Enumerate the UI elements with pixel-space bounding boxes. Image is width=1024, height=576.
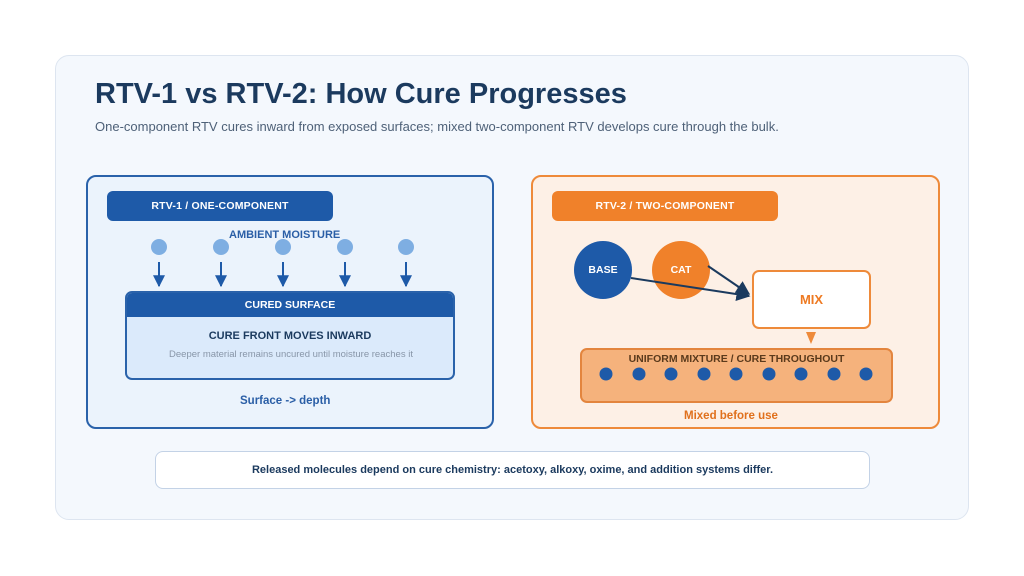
page-subtitle: One-component RTV cures inward from expo… xyxy=(95,119,779,134)
moisture-drop xyxy=(151,239,167,288)
rtv2-caption: Mixed before use xyxy=(684,410,778,422)
cure-box: CURED SURFACE CURE FRONT MOVES INWARD De… xyxy=(125,291,455,380)
moisture-drop xyxy=(213,239,229,288)
footnote: Released molecules depend on cure chemis… xyxy=(155,451,870,489)
moisture-drop xyxy=(275,239,291,288)
mixture-dot xyxy=(632,367,646,381)
moisture-drop xyxy=(398,239,414,288)
mix-box: MIX xyxy=(752,270,871,329)
mixture-dots xyxy=(599,367,873,381)
catalyst-component: CAT xyxy=(652,241,710,299)
mixture-dot xyxy=(794,367,808,381)
mixture-dot xyxy=(729,367,743,381)
base-component: BASE xyxy=(574,241,632,299)
cat-to-mix-arrow xyxy=(707,265,751,295)
page-title: RTV-1 vs RTV-2: How Cure Progresses xyxy=(95,78,627,110)
mixture-dot xyxy=(664,367,678,381)
rtv1-badge: RTV-1 / ONE-COMPONENT xyxy=(107,191,333,221)
uniform-mixture-label: UNIFORM MIXTURE / CURE THROUGHOUT xyxy=(628,353,845,365)
mixture-dot xyxy=(827,367,841,381)
mixture-dot xyxy=(762,367,776,381)
cure-note: Deeper material remains uncured until mo… xyxy=(169,349,413,360)
base-to-mix-arrow xyxy=(630,277,751,302)
rtv2-badge: RTV-2 / TWO-COMPONENT xyxy=(552,191,778,221)
mixture-dot xyxy=(859,367,873,381)
moisture-drop xyxy=(337,239,353,288)
uniform-mixture-box: UNIFORM MIXTURE / CURE THROUGHOUT xyxy=(580,348,893,403)
mix-down-arrow xyxy=(806,332,816,344)
ambient-moisture-label: AMBIENT MOISTURE xyxy=(229,229,341,241)
mixture-dot xyxy=(599,367,613,381)
cure-front-label: CURE FRONT MOVES INWARD xyxy=(208,330,372,342)
rtv1-caption: Surface -> depth xyxy=(240,395,331,407)
mixture-dot xyxy=(697,367,711,381)
cured-surface-label: CURED SURFACE xyxy=(127,293,453,317)
